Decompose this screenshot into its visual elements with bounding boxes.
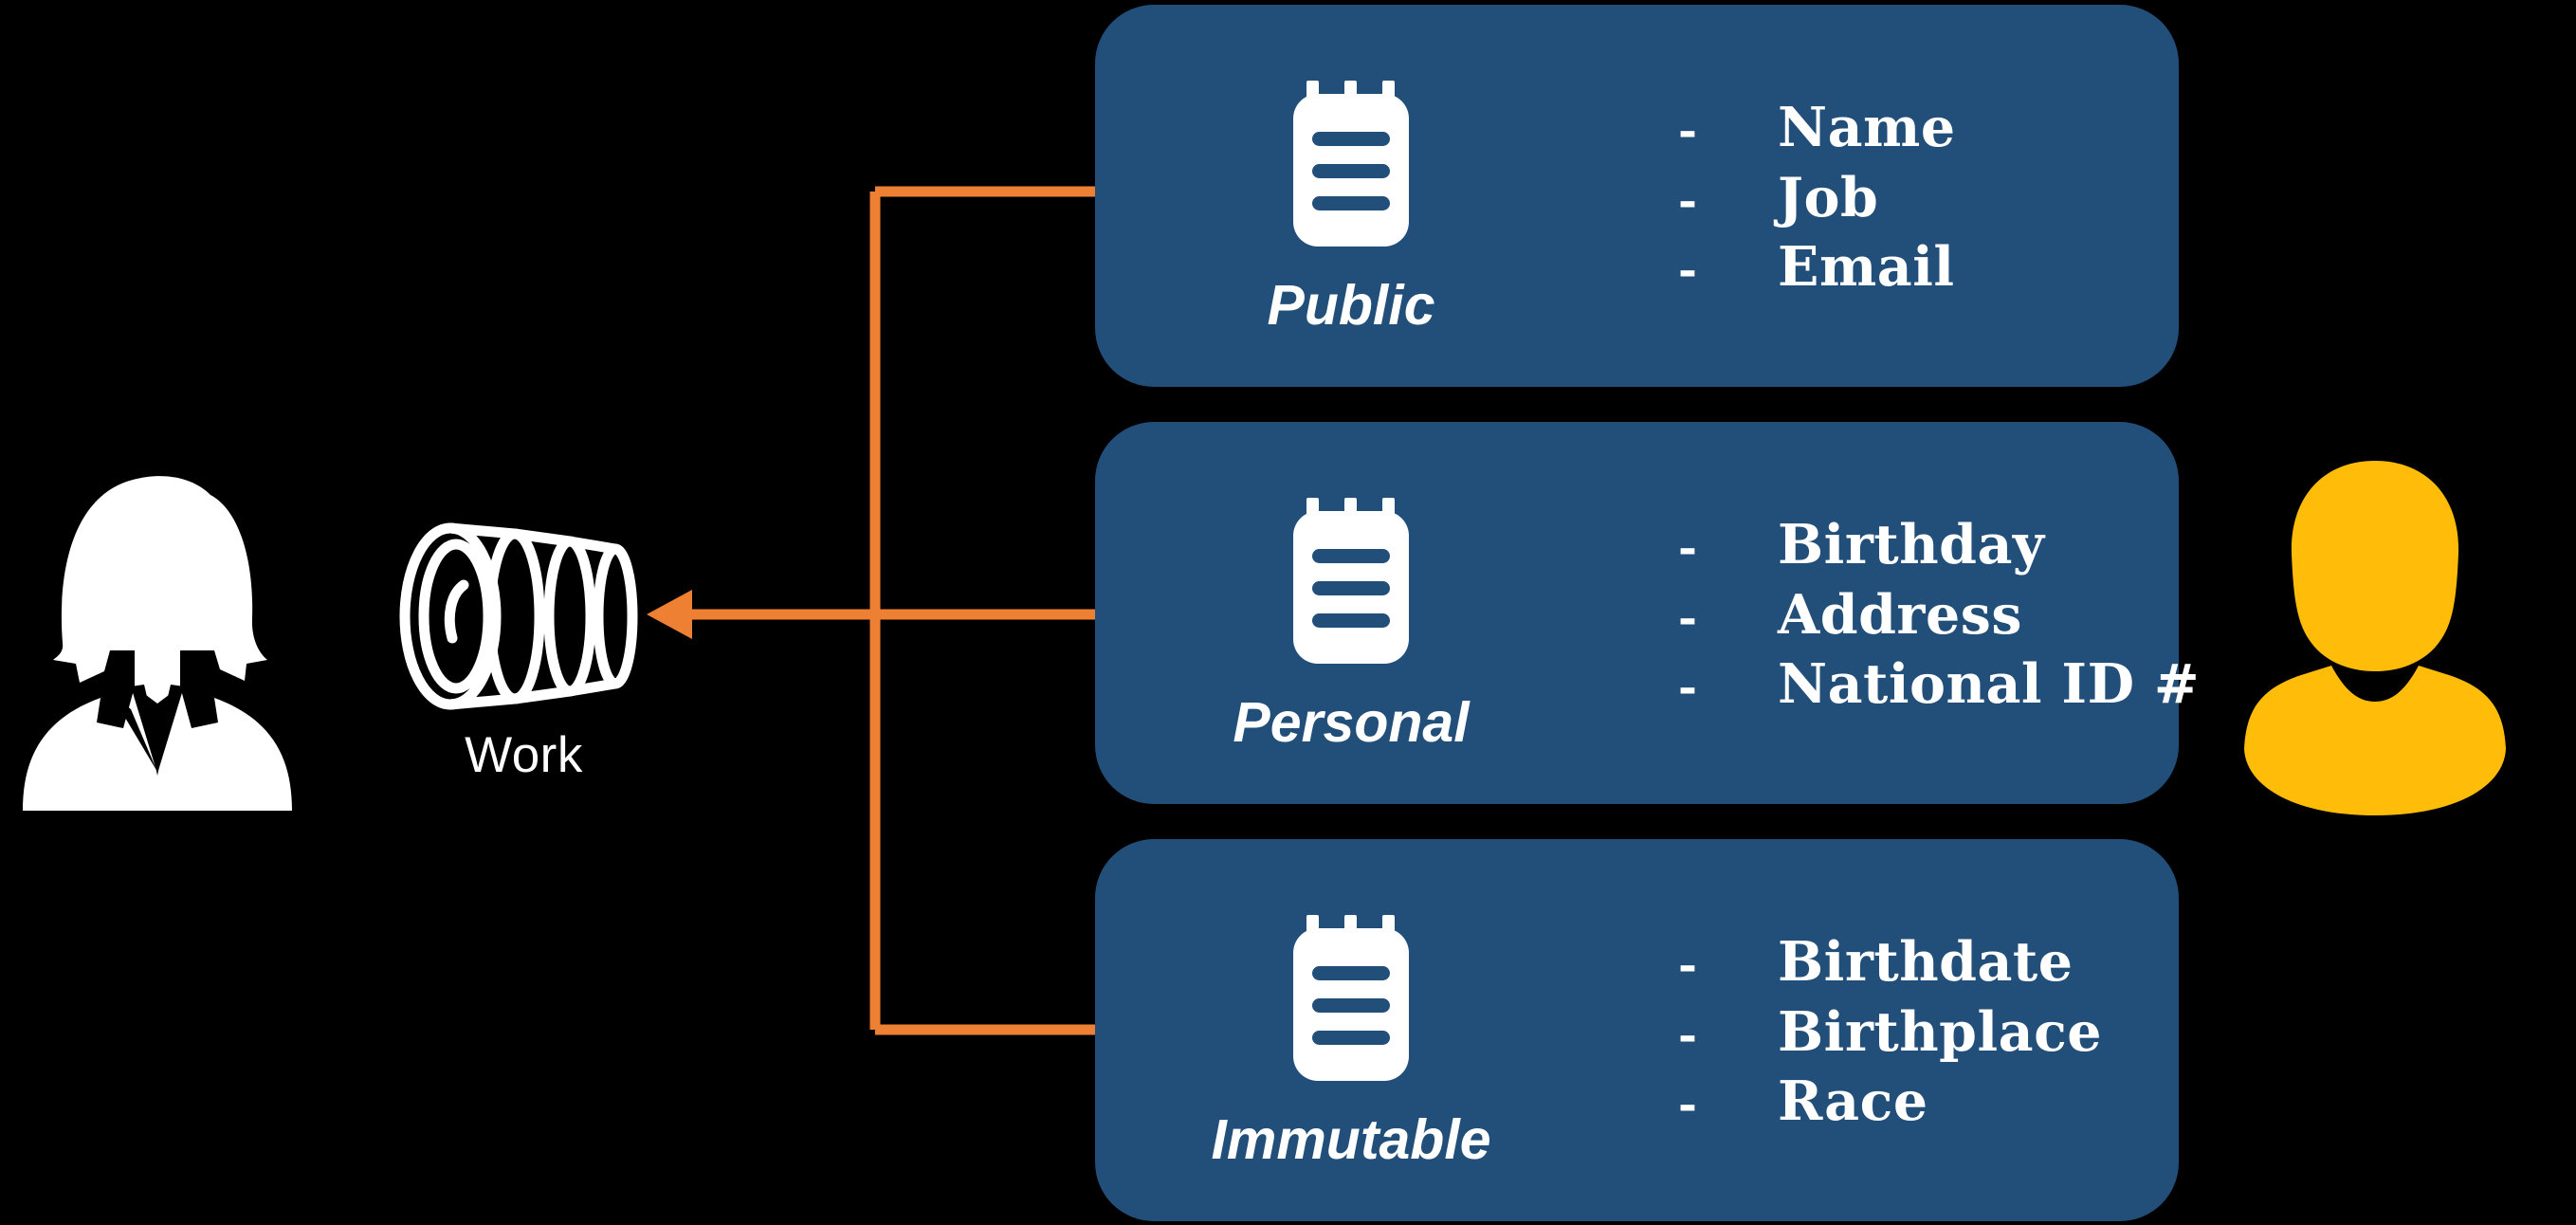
list-item: - Birthday <box>1678 512 2200 576</box>
list-item: - Race <box>1678 1073 2102 1130</box>
bullet-dash: - <box>1678 661 1697 715</box>
bullet-dash: - <box>1678 1078 1697 1132</box>
card-badge-public: Public <box>1152 5 1550 387</box>
bullet-dash: - <box>1678 103 1697 157</box>
list-item-label: Race <box>1778 1070 1928 1134</box>
list-item: - Address <box>1678 582 2200 647</box>
card-list-personal: - Birthday - Address - National ID # <box>1678 422 2200 804</box>
lens-caption-label: Work <box>465 727 583 783</box>
bullet-dash: - <box>1678 174 1697 228</box>
list-item: - Name <box>1678 95 1956 159</box>
list-item: - National ID # <box>1678 656 2200 713</box>
card-badge-immutable: Immutable <box>1152 839 1550 1221</box>
list-item: - Birthdate <box>1678 929 2102 994</box>
camera-lens-icon <box>393 517 654 716</box>
list-item-label: Birthday <box>1778 512 2045 576</box>
list-item-label: Email <box>1778 235 1955 300</box>
user-person-icon <box>2233 455 2517 815</box>
list-item-label: Job <box>1778 165 1879 229</box>
list-item: - Email <box>1678 239 1956 296</box>
card-label: Personal <box>1233 691 1470 754</box>
card-list-immutable: - Birthdate - Birthplace - Race <box>1678 839 2102 1221</box>
list-item-label: Name <box>1778 95 1956 159</box>
notepad-icon <box>1289 915 1413 1081</box>
branching-arrow-connector <box>626 171 1138 1052</box>
bullet-dash: - <box>1678 1008 1697 1062</box>
list-item-label: National ID # <box>1778 652 2201 717</box>
card-personal[interactable]: Personal - Birthday - Address - National… <box>1095 422 2200 804</box>
bullet-dash: - <box>1678 521 1697 575</box>
list-item-label: Birthdate <box>1778 929 2074 994</box>
card-label: Immutable <box>1211 1108 1491 1171</box>
card-public[interactable]: Public - Name - Job - Email <box>1095 5 2179 387</box>
bullet-dash: - <box>1678 591 1697 645</box>
card-label: Public <box>1267 274 1435 337</box>
card-list-public: - Name - Job - Email <box>1678 5 1956 387</box>
notepad-icon <box>1289 498 1413 664</box>
list-item-label: Address <box>1778 582 2022 647</box>
card-immutable[interactable]: Immutable - Birthdate - Birthplace - Rac… <box>1095 839 2179 1221</box>
card-badge-personal: Personal <box>1152 422 1550 804</box>
list-item: - Job <box>1678 165 1956 229</box>
bullet-dash: - <box>1678 938 1697 992</box>
list-item-label: Birthplace <box>1778 999 2103 1064</box>
bullet-dash: - <box>1678 244 1697 298</box>
businesswoman-silhouette-icon <box>19 455 332 811</box>
notepad-icon <box>1289 81 1413 247</box>
list-item: - Birthplace <box>1678 999 2103 1064</box>
